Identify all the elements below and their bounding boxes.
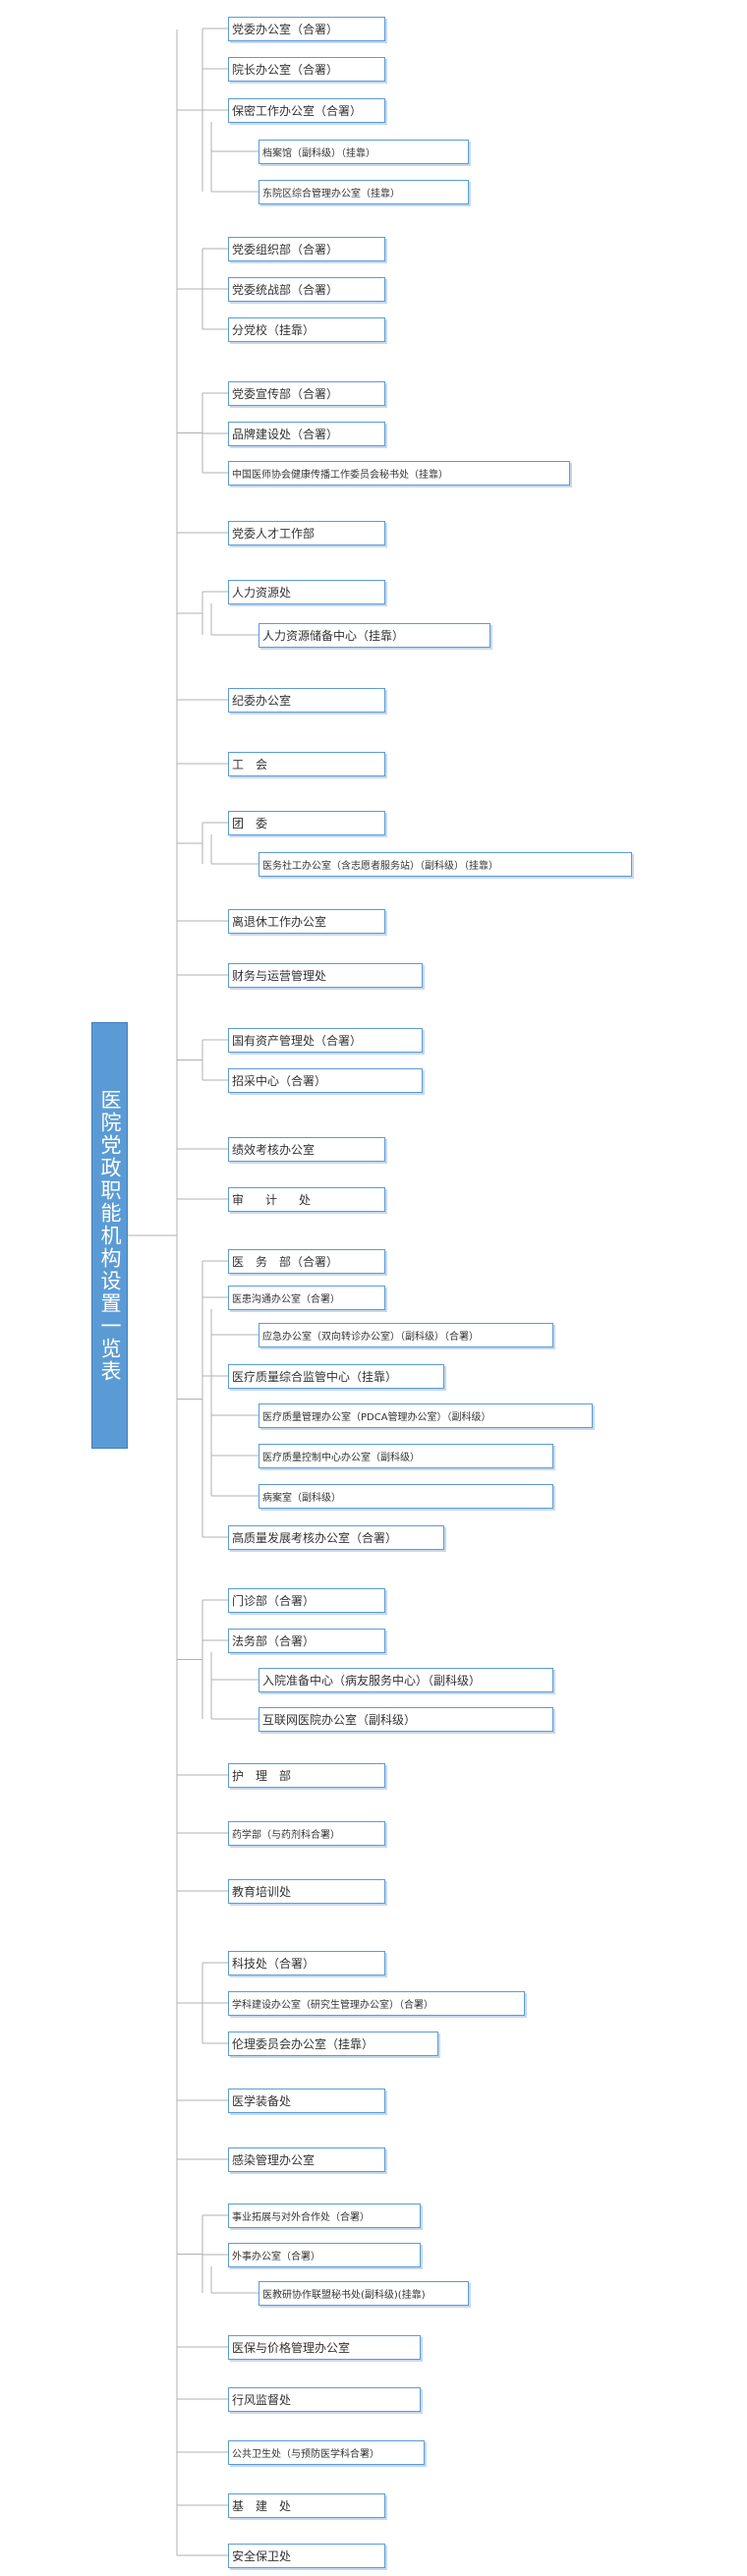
node-box: 人力资源处 [228,579,385,604]
node-box: 应急办公室（双向转诊办公室）（副科级）（合署） [259,1322,553,1347]
node-box: 东院区综合管理办公室（挂靠） [259,179,469,204]
node-box: 学科建设办公室（研究生管理办公室）（合署） [228,1990,525,2016]
node-box: 门诊部（合署） [228,1587,385,1613]
node-box: 团 委 [228,810,385,835]
node-box: 医疗质量管理办公室（PDCA管理办公室）（副科级） [259,1402,593,1428]
node-box: 行风监督处 [228,2386,421,2412]
node-box: 互联网医院办公室（副科级） [259,1706,553,1732]
node-box: 财务与运营管理处 [228,962,423,988]
node-box: 党委组织部（合署） [228,236,385,261]
node-box: 外事办公室（合署） [228,2242,421,2267]
node-box: 伦理委员会办公室（挂靠） [228,2031,438,2056]
node-box: 中国医师协会健康传播工作委员会秘书处（挂靠） [228,460,570,486]
node-box: 科技处（合署） [228,1950,385,1975]
root-title: 医院党政职能机构设置一览表 [98,1088,122,1383]
node-box: 分党校（挂靠） [228,316,385,342]
node-box: 事业拓展与对外合作处（合署） [228,2203,421,2228]
node-box: 档案馆（副科级）（挂靠） [259,139,469,164]
node-box: 纪委办公室 [228,687,385,713]
node-box: 医患沟通办公室（合署） [228,1285,385,1310]
node-box: 医务社工办公室（含志愿者服务站）（副科级）（挂靠） [259,851,632,877]
node-box: 高质量发展考核办公室（合署） [228,1524,444,1550]
root-title-box: 医院党政职能机构设置一览表 [91,1022,128,1449]
node-box: 国有资产管理处（合署） [228,1027,423,1053]
node-box: 医保与价格管理办公室 [228,2334,421,2360]
node-box: 离退休工作办公室 [228,908,385,934]
node-box: 保密工作办公室（合署） [228,97,385,123]
node-box: 法务部（合署） [228,1628,385,1653]
node-box: 病案室（副科级） [259,1483,553,1509]
node-box: 药学部（与药剂科合署） [228,1820,385,1846]
node-box: 医教研协作联盟秘书处(副科级)(挂靠) [259,2280,469,2306]
node-box: 品牌建设处（合署） [228,421,385,446]
node-box: 院长办公室（合署） [228,56,385,82]
node-box: 工 会 [228,751,385,776]
node-box: 党委统战部（合署） [228,276,385,302]
node-box: 入院准备中心（病友服务中心）（副科级） [259,1667,553,1692]
node-box: 公共卫生处（与预防医学科合署） [228,2439,425,2465]
node-box: 感染管理办公室 [228,2147,385,2172]
node-box: 党委办公室（合署） [228,16,385,41]
node-box: 护 理 部 [228,1762,385,1788]
node-box: 绩效考核办公室 [228,1136,385,1162]
node-box: 基 建 处 [228,2492,385,2518]
node-box: 教育培训处 [228,1878,385,1904]
node-box: 党委宣传部（合署） [228,380,385,406]
node-box: 党委人才工作部 [228,520,385,545]
node-box: 医疗质量综合监管中心（挂靠） [228,1363,444,1389]
node-box: 医 务 部（合署） [228,1248,385,1274]
node-box: 医学装备处 [228,2088,385,2113]
node-box: 医疗质量控制中心办公室（副科级） [259,1443,553,1468]
node-box: 人力资源储备中心（挂靠） [259,622,490,648]
node-box: 招采中心（合署） [228,1067,423,1093]
node-box: 安全保卫处 [228,2543,385,2568]
node-box: 审 计 处 [228,1186,385,1212]
